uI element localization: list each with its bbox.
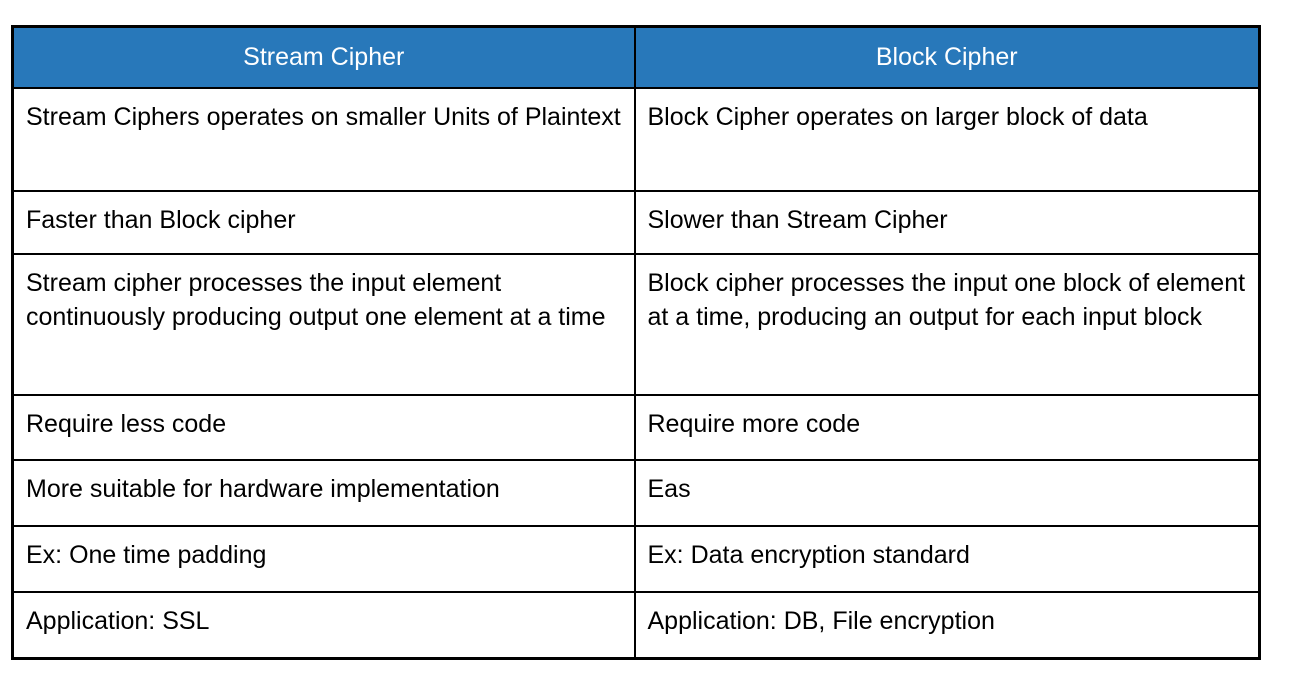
block-cipher-header: Block Cipher (633, 25, 1261, 89)
block-cipher-cell: Ex: Data encryption standard (633, 525, 1261, 593)
block-cipher-cell: Block cipher processes the input one blo… (633, 253, 1261, 396)
cipher-comparison-table: Stream Cipher Block Cipher Stream Cipher… (11, 25, 1261, 660)
table-row: More suitable for hardware implementatio… (11, 459, 1261, 527)
stream-cipher-cell: Faster than Block cipher (11, 190, 636, 255)
block-cipher-cell: Block Cipher operates on larger block of… (633, 87, 1261, 192)
stream-cipher-cell: Stream Ciphers operates on smaller Units… (11, 87, 636, 192)
table-row: Ex: One time padding Ex: Data encryption… (11, 525, 1261, 593)
stream-cipher-cell: More suitable for hardware implementatio… (11, 459, 636, 527)
table-row: Stream cipher processes the input elemen… (11, 253, 1261, 396)
stream-cipher-cell: Stream cipher processes the input elemen… (11, 253, 636, 396)
block-cipher-cell: Application: DB, File encryption (633, 591, 1261, 660)
table-header-row: Stream Cipher Block Cipher (11, 25, 1261, 89)
stream-cipher-cell: Ex: One time padding (11, 525, 636, 593)
stream-cipher-cell: Require less code (11, 394, 636, 461)
block-cipher-cell: Require more code (633, 394, 1261, 461)
stream-cipher-cell: Application: SSL (11, 591, 636, 660)
block-cipher-cell: Slower than Stream Cipher (633, 190, 1261, 255)
table-row: Faster than Block cipher Slower than Str… (11, 190, 1261, 255)
table-row: Application: SSL Application: DB, File e… (11, 591, 1261, 660)
stream-cipher-header: Stream Cipher (11, 25, 636, 89)
block-cipher-cell: Eas (633, 459, 1261, 527)
table-row: Stream Ciphers operates on smaller Units… (11, 87, 1261, 192)
table-row: Require less code Require more code (11, 394, 1261, 461)
